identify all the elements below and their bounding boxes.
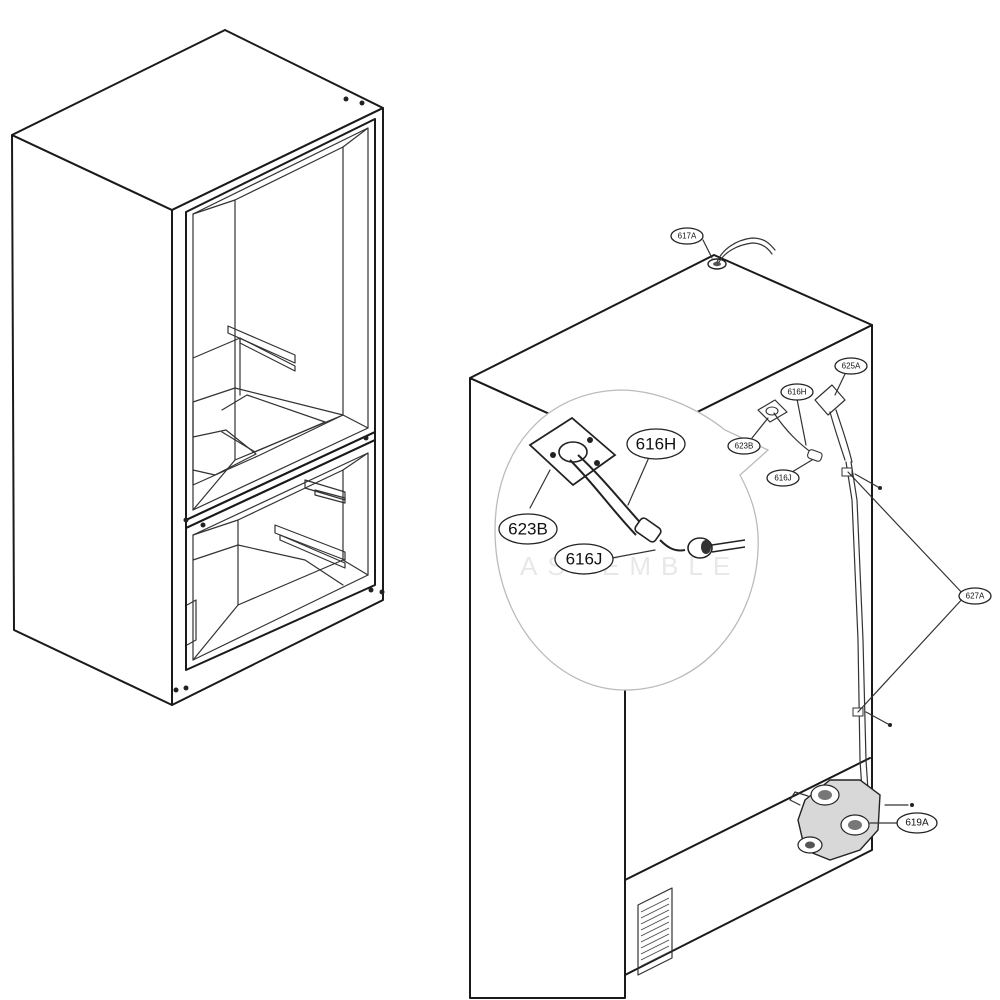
callout-616J: 616J — [766, 469, 800, 487]
callout-zoom-616H: 616H — [626, 428, 686, 460]
callout-625A: 625A — [834, 357, 868, 375]
callout-623B: 623B — [727, 437, 761, 455]
svg-text:616H: 616H — [636, 435, 677, 454]
callout-zoom-616J: 616J — [554, 543, 614, 575]
svg-text:619A: 619A — [905, 818, 929, 829]
callout-627A: 627A — [958, 587, 992, 605]
svg-text:623B: 623B — [735, 442, 754, 451]
svg-text:616J: 616J — [774, 474, 791, 483]
svg-text:625A: 625A — [842, 362, 861, 371]
svg-text:617A: 617A — [678, 232, 697, 241]
svg-text:616J: 616J — [566, 550, 603, 569]
leader-lines — [529, 239, 966, 824]
water-valve — [789, 779, 914, 861]
svg-text:627A: 627A — [966, 592, 985, 601]
cabinet-rear-view: ASSEMBLE — [469, 227, 992, 999]
vent-grille — [637, 887, 673, 976]
callout-617A: 617A — [670, 227, 704, 245]
cabinet-front-view — [11, 29, 385, 706]
top-grommet-wires — [707, 237, 776, 270]
callout-619A: 619A — [896, 812, 938, 834]
svg-text:616H: 616H — [787, 388, 806, 397]
svg-text:623B: 623B — [508, 520, 548, 539]
callout-zoom-623B: 623B — [498, 513, 558, 545]
callout-616H: 616H — [780, 383, 814, 401]
